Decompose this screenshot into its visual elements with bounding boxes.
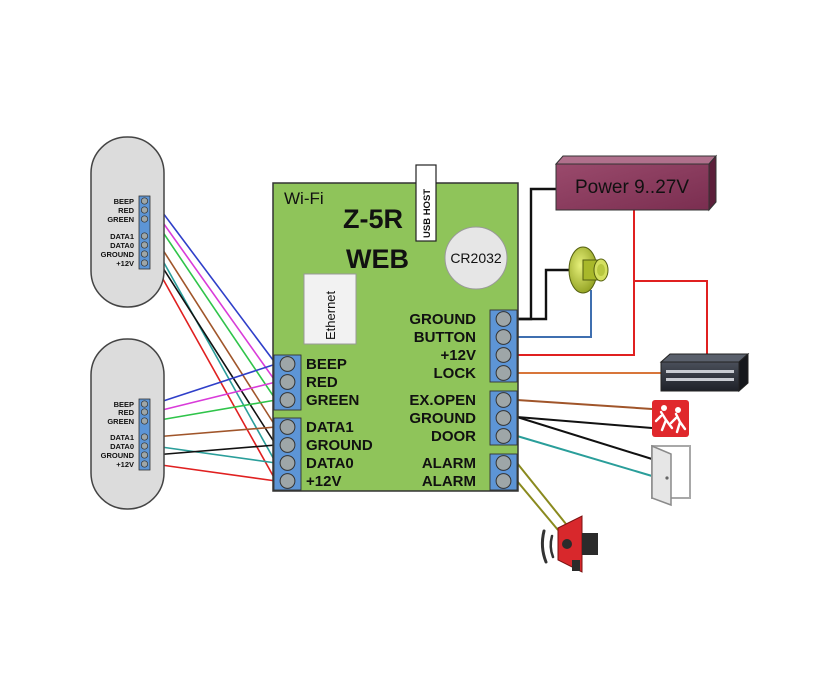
reader-1-pin-label: +12V: [116, 259, 134, 268]
usb-host-label: USB HOST: [422, 189, 433, 238]
wire-button-ground: [517, 268, 578, 321]
reader-2: BEEP RED GREEN DATA1 DATA0 GROUND +12V: [90, 338, 165, 510]
wire-r1-ground: [153, 253, 277, 446]
battery-label: CR2032: [450, 250, 502, 266]
emergency-exit-icon: [652, 400, 689, 437]
power-supply: Power 9..27V: [554, 154, 718, 212]
wire-r2-red: [153, 381, 277, 413]
wire-r1-data1: [153, 235, 277, 428]
reader-2-pin-label: RED: [118, 408, 134, 417]
reader-1: BEEP RED GREEN DATA1 DATA0 GROUND +12V: [90, 136, 165, 308]
wire-r2-data1: [153, 426, 277, 438]
reader-2-pin-label: GREEN: [107, 417, 134, 426]
right-terminal-block-inputs: [489, 390, 518, 446]
wire-r1-12v: [153, 262, 277, 482]
controller-board: Wi-Fi Z-5R WEB USB HOST CR2032 Ethernet: [272, 164, 519, 492]
battery-cr2032: CR2032: [444, 226, 508, 290]
wire-exopen-ground: [516, 416, 653, 429]
reader-2-terminal-block: [138, 398, 151, 471]
power-supply-label: Power 9..27V: [575, 177, 689, 198]
reader-2-pin-label: DATA0: [110, 442, 134, 451]
ethernet-port: Ethernet: [303, 273, 357, 345]
usb-host-port: USB HOST: [415, 164, 437, 242]
wire-lock-12v: [634, 280, 708, 358]
wire-door-signal: [516, 435, 653, 477]
wire-r1-red: [153, 209, 277, 383]
terminal-label-12v: +12V: [441, 347, 476, 364]
exit-button-icon: [568, 246, 609, 294]
terminal-label-green: GREEN: [306, 392, 359, 409]
wire-r2-green: [153, 399, 277, 422]
terminal-label-12v: +12V: [306, 473, 341, 490]
terminal-label-door: DOOR: [431, 428, 476, 445]
wires: [153, 187, 708, 531]
ethernet-label: Ethernet: [323, 290, 338, 340]
reader-2-pin-label: DATA1: [110, 433, 134, 442]
left-terminal-block-top: [273, 354, 302, 411]
right-terminal-block-alarm: [489, 453, 518, 491]
wire-alarm-1: [516, 462, 567, 525]
terminal-label-alarm: ALARM: [422, 455, 476, 472]
terminal-label-exopen: EX.OPEN: [409, 392, 476, 409]
terminal-label-data0: DATA0: [306, 455, 354, 472]
reader-1-pin-label: GREEN: [107, 215, 134, 224]
reader-2-pin-label: GROUND: [101, 451, 135, 460]
terminal-label-beep: BEEP: [306, 356, 347, 373]
wire-alarm-2: [516, 480, 559, 531]
wire-r1-data0: [153, 244, 277, 464]
reader-1-terminal-block: [138, 195, 151, 270]
wire-power-12v: [517, 210, 635, 356]
wire-power-ground: [517, 187, 556, 321]
door-icon: [651, 444, 691, 507]
reader-1-pin-label: BEEP: [114, 197, 134, 206]
reader-1-pin-label: RED: [118, 206, 134, 215]
terminal-label-ground: GROUND: [306, 437, 373, 454]
terminal-label-red: RED: [306, 374, 338, 391]
terminal-label-ground: GROUND: [409, 410, 476, 427]
reader-2-pin-label: BEEP: [114, 400, 134, 409]
board-title-line2: WEB: [346, 244, 409, 274]
wire-r1-beep: [153, 200, 277, 365]
wire-r2-12v: [153, 463, 277, 482]
reader-1-pin-label: GROUND: [101, 250, 135, 259]
terminal-label-alarm: ALARM: [422, 473, 476, 490]
terminal-label-lock: LOCK: [434, 365, 477, 382]
right-terminal-block-power: [489, 309, 518, 383]
electromagnetic-lock-icon: [659, 352, 750, 393]
wire-r2-data0: [153, 445, 277, 464]
board-title-line1: Z-5R: [343, 204, 403, 234]
terminal-label-ground: GROUND: [409, 311, 476, 328]
reader-2-pin-label: +12V: [116, 460, 134, 469]
reader-1-pin-label: DATA1: [110, 232, 134, 241]
wifi-label: Wi-Fi: [284, 189, 324, 208]
wire-door-ground: [516, 416, 653, 460]
terminal-label-data1: DATA1: [306, 419, 354, 436]
wire-exopen: [516, 399, 653, 410]
wire-r2-beep: [153, 363, 277, 405]
alarm-siren-icon: [540, 515, 598, 573]
wire-r2-ground: [153, 444, 277, 456]
terminal-label-button: BUTTON: [414, 329, 476, 346]
wire-button-signal: [517, 290, 592, 338]
left-terminal-block-bottom: [273, 417, 302, 491]
reader-1-pin-label: DATA0: [110, 241, 134, 250]
